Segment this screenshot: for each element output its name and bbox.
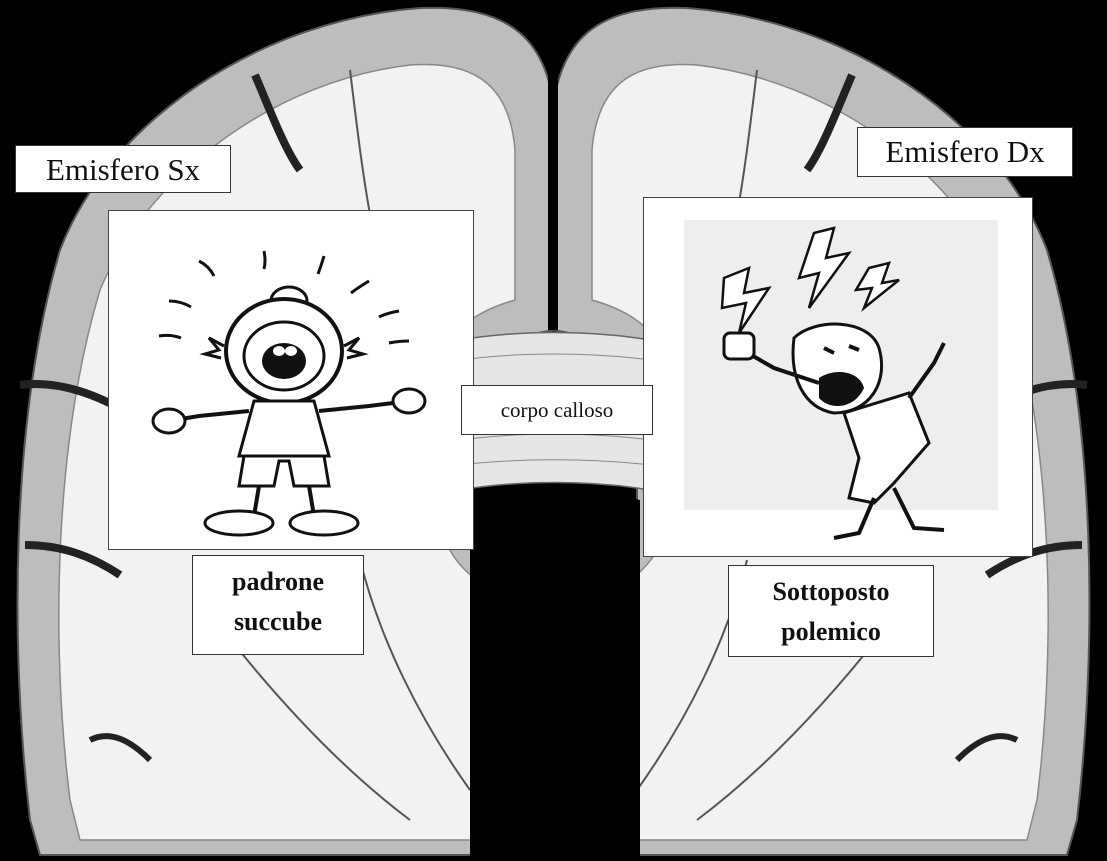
corpus-callosum-label: corpo calloso: [461, 385, 653, 435]
right-role-line-2: polemico: [729, 612, 933, 652]
right-illustration-panel: [643, 197, 1033, 557]
left-role-line-1: padrone: [193, 562, 363, 602]
right-role-line-1: Sottoposto: [729, 572, 933, 612]
left-role-label: padrone succube: [192, 555, 364, 655]
left-illustration-panel: [108, 210, 474, 550]
left-role-line-2: succube: [193, 602, 363, 642]
right-role-label: Sottoposto polemico: [728, 565, 934, 657]
left-hemisphere-label: Emisfero Sx: [15, 145, 231, 193]
angry-shouting-figure-icon: [644, 198, 1034, 558]
right-hemisphere-label: Emisfero Dx: [857, 127, 1073, 177]
frightened-figure-icon: [109, 211, 475, 551]
